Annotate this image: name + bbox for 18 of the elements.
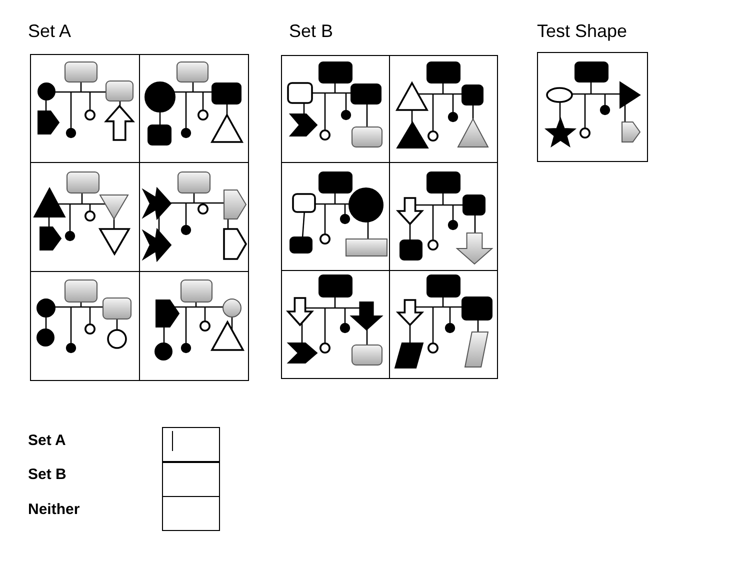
puzzle-panel [30,271,140,381]
option-label: Neither [28,500,80,518]
puzzle-panel [389,162,498,271]
puzzle-panel [281,55,390,164]
puzzle-panel [281,270,390,379]
puzzle-panel [30,54,140,164]
puzzle-panel [139,162,249,272]
group-heading: Set A [28,21,72,41]
option-label: Set B [28,466,66,483]
option-label: Set A [28,432,66,448]
puzzle-panel [30,162,140,272]
puzzle-panel [389,55,498,164]
group-heading: Test Shape [537,21,628,41]
puzzle-panel [281,162,390,271]
puzzle-panel [389,270,498,379]
group-heading: Set B [289,21,334,41]
puzzle-panel [139,54,249,164]
puzzle-panel [139,271,249,381]
